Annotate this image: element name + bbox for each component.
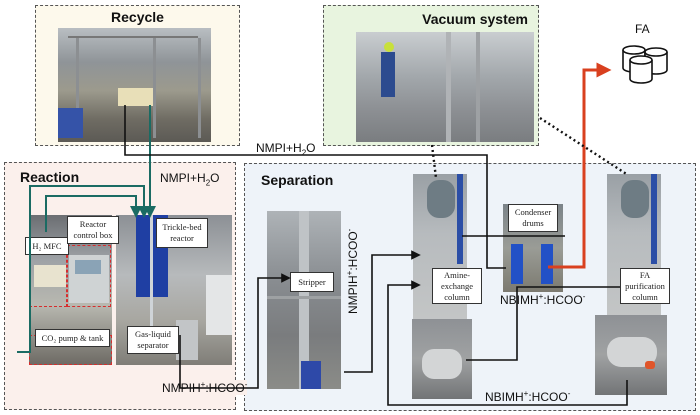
label-reactor-control-box: Reactor control box <box>67 216 119 244</box>
stripper-photo <box>267 211 341 389</box>
vacuum-title: Vacuum system <box>422 11 528 27</box>
flow-label-reaction-feed: NMPI+H2O <box>160 171 220 188</box>
separation-title: Separation <box>261 172 334 188</box>
fa-label: FA <box>635 22 650 36</box>
recycle-panel: Recycle <box>35 5 240 146</box>
label-h2-mfc: H₂ MFC <box>25 237 69 255</box>
label-trickle-bed-reactor: Trickle-bed reactor <box>156 218 208 248</box>
label-amine-exchange-column: Amine-exchange column <box>432 268 482 304</box>
flow-label-stripper-out: NMPIH+:HCOO- <box>345 228 360 314</box>
fa-purification-pump-photo <box>595 315 667 395</box>
vacuum-panel: Vacuum system <box>323 5 539 146</box>
flow-label-recycle-top: NMPI+H2O <box>256 141 316 158</box>
label-gas-liquid-separator: Gas-liquid separator <box>127 326 179 354</box>
flow-label-nbimh-mid: NBIMH+:HCOO- <box>500 292 586 307</box>
flow-label-nbimh-bottom: NBIMH+:HCOO- <box>485 389 571 404</box>
amine-exchange-pump-photo <box>412 319 472 399</box>
recycle-photo <box>58 28 211 142</box>
reaction-panel: Reaction H₂ MFC Reactor control box Tric… <box>4 162 236 410</box>
separation-panel: Separation Stripper Amine-exchange colum… <box>244 163 696 411</box>
vacuum-photo <box>356 32 534 142</box>
label-co2-pump-tank: CO₂ pump & tank <box>35 329 110 347</box>
label-condenser-drums: Condenser drums <box>508 204 558 232</box>
reaction-title: Reaction <box>20 169 80 185</box>
label-fa-purification-column: FA purification column <box>620 268 670 304</box>
label-stripper: Stripper <box>290 272 334 292</box>
flow-label-reactor-out: NMPIH+:HCOO- <box>162 380 248 395</box>
recycle-title: Recycle <box>111 9 164 25</box>
